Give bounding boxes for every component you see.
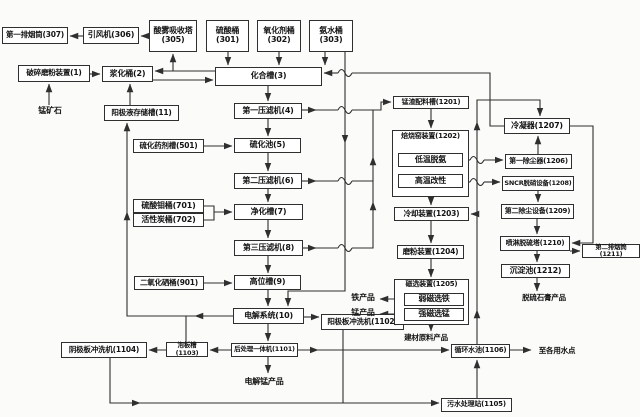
oxidant-tank-box: 氧化剂桶(302) bbox=[257, 20, 301, 52]
water-use-points-label: 至各用水点 bbox=[538, 346, 576, 356]
slag-batching-tank-box: 锰渣配料槽(1201) bbox=[393, 96, 469, 109]
ammonia-water-tank-box: 氨水桶(303) bbox=[309, 20, 353, 52]
molybdenum-sulfate-tank-box: 硫酸钼桶(701) bbox=[133, 199, 204, 213]
induced-draft-fan-box: 引风机(306) bbox=[83, 27, 139, 44]
filter-press-3-box: 第三压滤机(8) bbox=[234, 240, 303, 256]
exhaust-stack-2-box: 第二排烟筒(1211) bbox=[582, 243, 640, 258]
exhaust-stack-1-box: 第一排烟筒(307) bbox=[2, 27, 68, 44]
desulfurization-gypsum-product-label: 脱硫石膏产品 bbox=[522, 293, 566, 303]
selenium-dioxide-tank-box: 二氧化硒桶(901) bbox=[134, 276, 204, 290]
manganese-ore-label: 锰矿石 bbox=[38, 105, 62, 115]
grinding-device-box: 磨粉装置(1204) bbox=[397, 245, 464, 259]
magnetic-separation-device-label: 磁选装置(1205) bbox=[405, 280, 458, 288]
sulfide-pool-box: 硫化池(5) bbox=[234, 138, 301, 153]
crushing-grinding-device-box: 破碎磨粉装置(1) bbox=[18, 65, 90, 82]
dust-collector-1-box: 第一除尘器(1206) bbox=[505, 154, 572, 169]
cooling-device-box: 冷却装置(1203) bbox=[394, 207, 469, 221]
sncr-denitration-equipment-box: SNCR脱硝设备(1208) bbox=[502, 176, 574, 191]
sulfuric-acid-tank-box: 硫酸桶(301) bbox=[206, 20, 249, 52]
low-temp-deammonification-box: 低温脱氨 bbox=[398, 153, 463, 167]
roasting-kiln-device-label: 焙烧窑装置(1202) bbox=[401, 132, 460, 140]
line-break-marks bbox=[338, 70, 484, 252]
compound-tank-box: 化合槽(3) bbox=[215, 67, 322, 86]
anolyte-storage-tank-box: 阳极液存储槽(11) bbox=[104, 105, 179, 121]
iron-product-label: 铁产品 bbox=[351, 293, 375, 303]
activated-carbon-tank-box: 活性炭桶(702) bbox=[133, 213, 204, 227]
weak-magnetic-iron-selection-box: 弱磁选铁 bbox=[404, 293, 464, 306]
head-tank-box: 高位槽(9) bbox=[234, 275, 301, 290]
filter-press-1-box: 第一压滤机(4) bbox=[234, 103, 302, 119]
strong-magnetic-manganese-selection-box: 强磁选锰 bbox=[404, 308, 464, 321]
sulfide-agent-tank-box: 硫化药剂槽(501) bbox=[133, 139, 204, 153]
sedimentation-pool-box: 沉淀池(1212) bbox=[501, 264, 570, 278]
cathode-plate-washer-box: 阴极板冲洗机(1104) bbox=[61, 342, 147, 358]
anode-plate-washer-box: 阳极板冲洗机(1102) bbox=[321, 314, 404, 330]
spray-desulfurization-tower-box: 喷淋脱硫塔(1210) bbox=[500, 236, 570, 251]
manganese-product-label: 锰产品 bbox=[351, 308, 375, 318]
circulating-water-pool-box: 循环水池(1106) bbox=[451, 344, 510, 358]
high-temp-modification-box: 高温改性 bbox=[398, 174, 463, 188]
purification-tank-box: 净化槽(7) bbox=[234, 204, 303, 220]
building-material-product-label: 建材原料产品 bbox=[404, 333, 448, 343]
condenser-box: 冷凝器(1207) bbox=[504, 118, 570, 134]
post-treatment-machine-box: 后处理一体机(1101) bbox=[231, 343, 298, 357]
acid-mist-absorption-tower-box: 酸雾吸收塔(305) bbox=[149, 20, 197, 52]
sewage-treatment-station-box: 污水处理站(1105) bbox=[441, 398, 512, 412]
dust-removal-equipment-2-box: 第二除尘设备(1209) bbox=[501, 204, 574, 219]
electrolysis-system-box: 电解系统(10) bbox=[233, 308, 304, 324]
slurry-tank-box: 浆化桶(2) bbox=[102, 66, 153, 82]
electrolytic-manganese-product-label: 电解锰产品 bbox=[244, 376, 284, 386]
plate-soaking-tank-box: 泡板槽(1103) bbox=[166, 342, 208, 357]
filter-press-2-box: 第二压滤机(6) bbox=[234, 173, 302, 189]
